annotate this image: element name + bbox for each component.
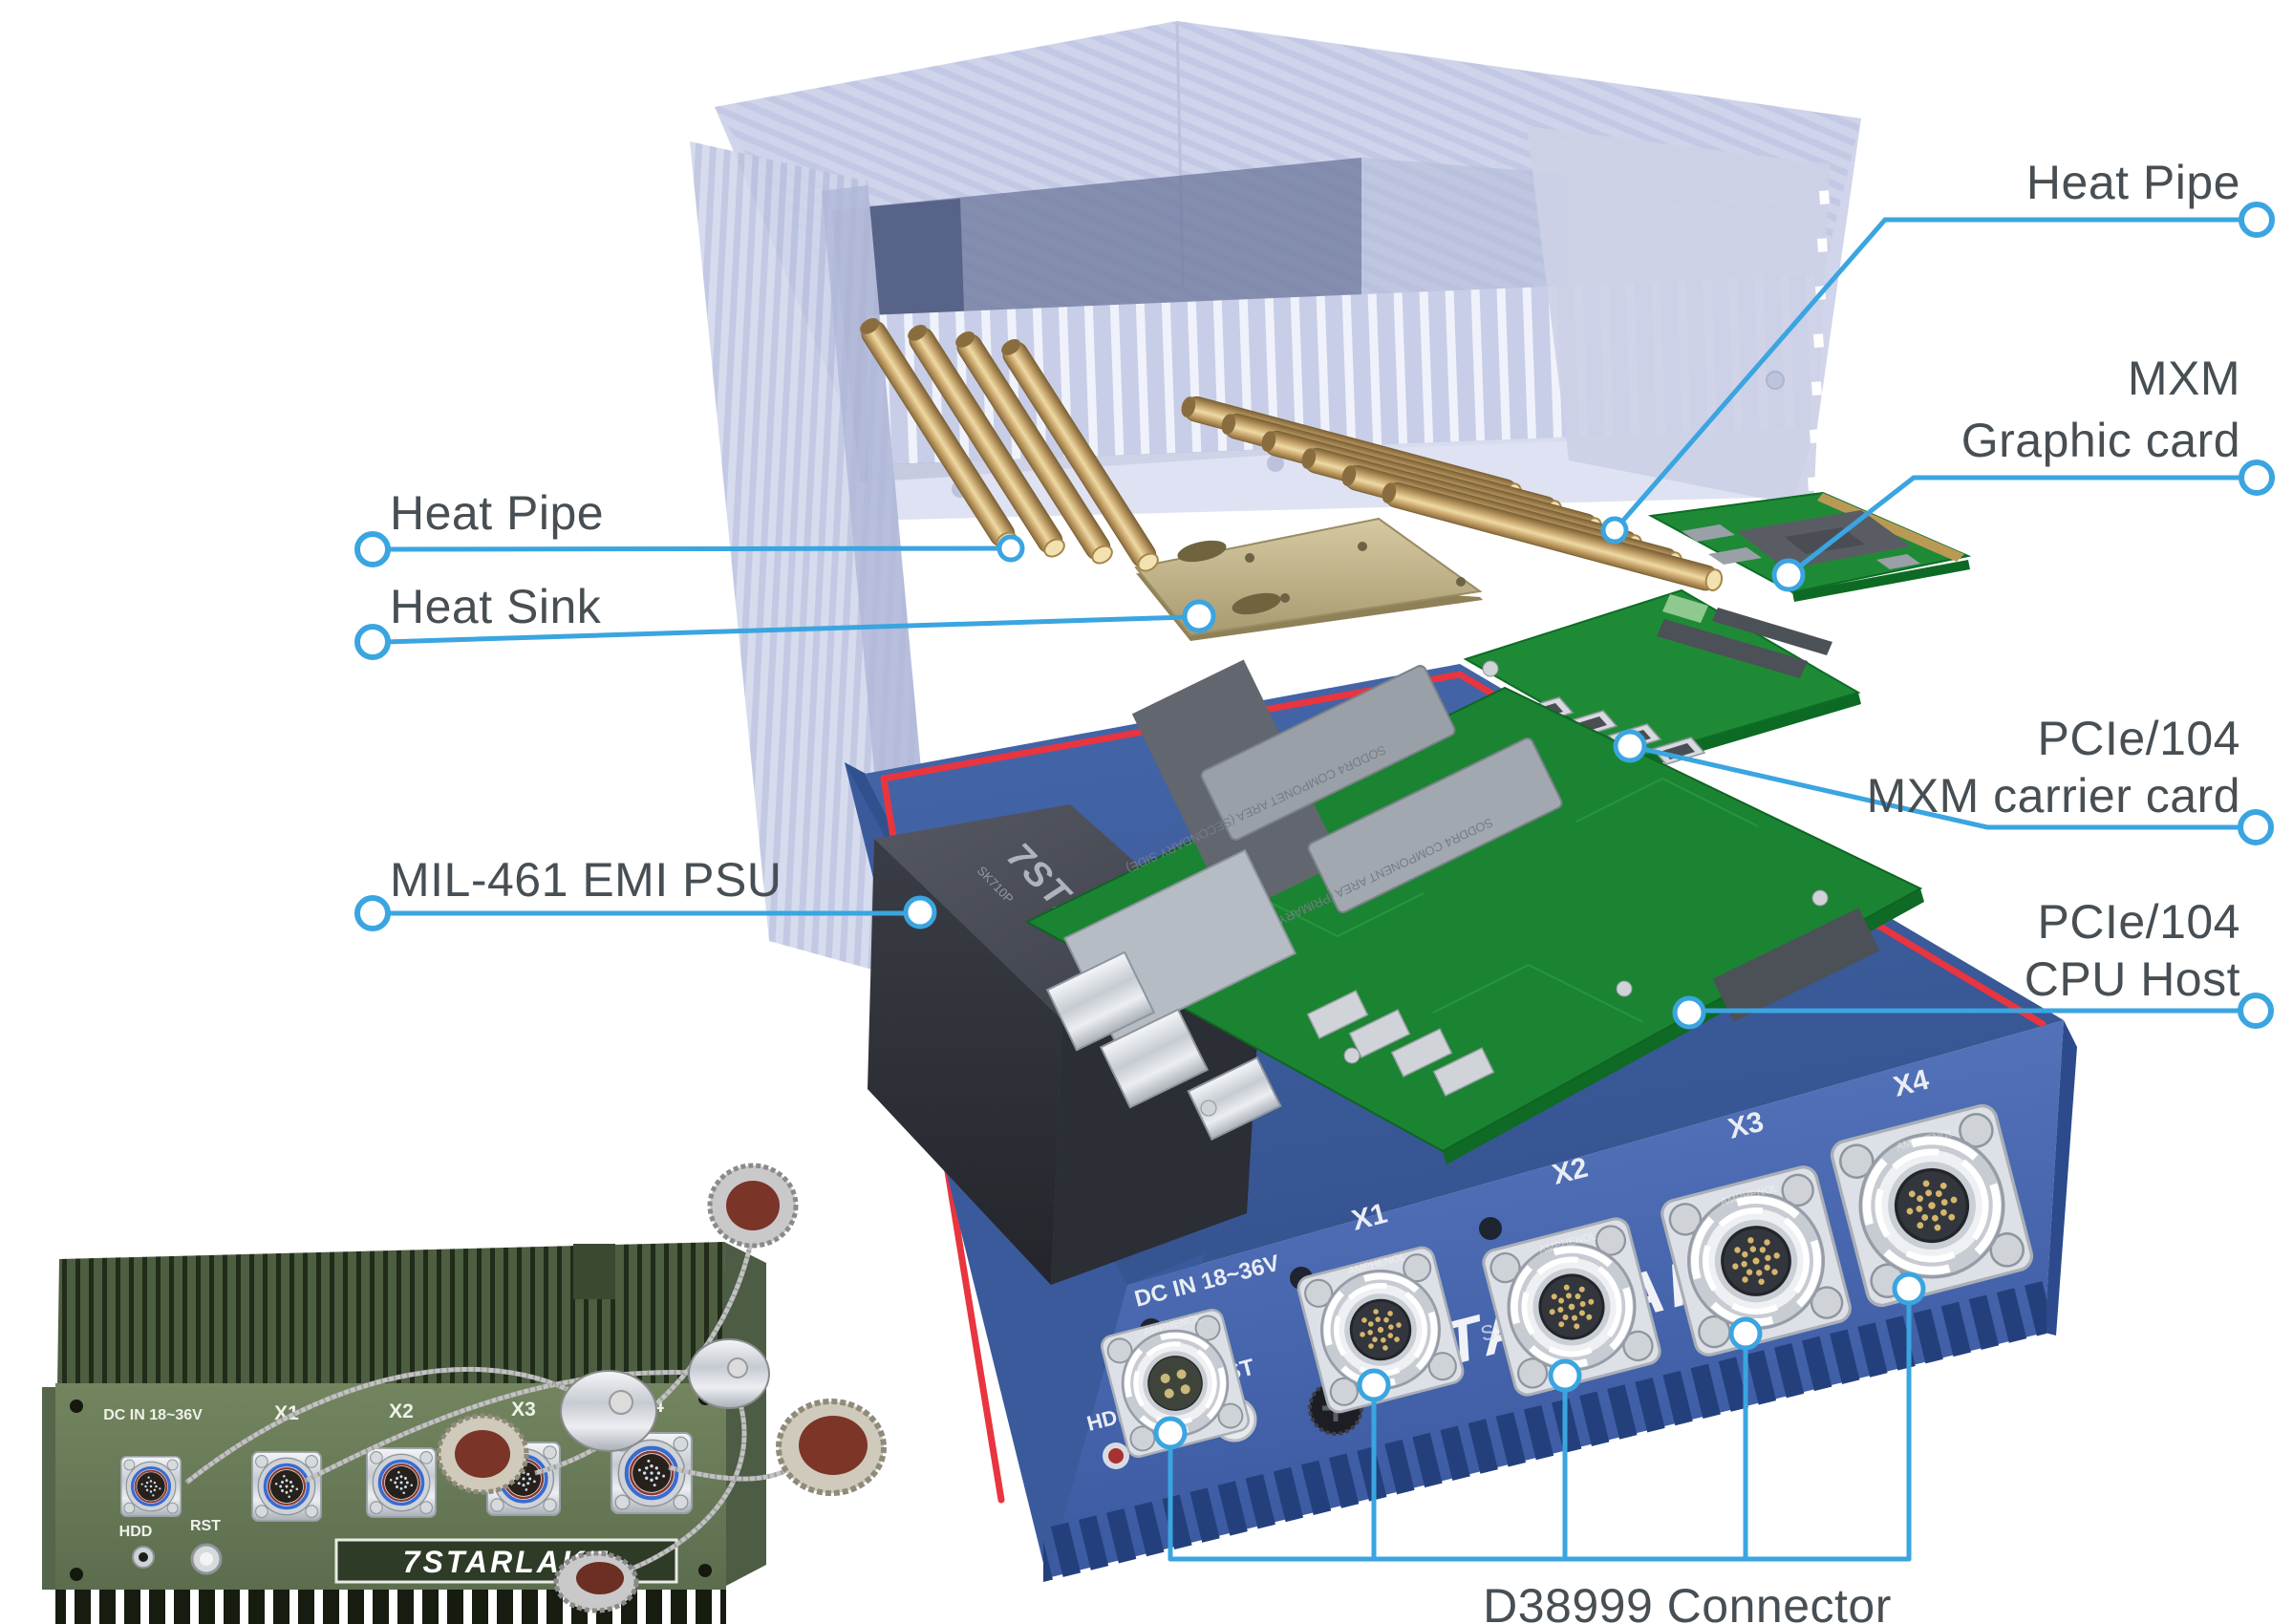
hdd-led [1108,1448,1124,1464]
gpu-small-chips [1682,524,1920,569]
callout-target-dot [903,895,937,930]
callout-d38999: D38999 Connector [1153,1271,1926,1624]
heat-sink-plate [1134,517,1483,641]
green-x1-connector [250,1450,323,1523]
carrier-label-line2: MXM carrier card [1867,769,2240,823]
callout-heat-sink: Heat Sink [354,580,1216,660]
heat-sink-label: Heat Sink [390,580,602,633]
io-connectors [1045,951,1282,1142]
green-fins [57,1242,726,1387]
d38999-target-dots [1153,1271,1926,1450]
callout-mxm-graphic-card: MXM Graphic card [1771,352,2275,592]
plate-slot [1232,592,1281,615]
callout-end-ring [354,895,391,931]
green-dc-connector [119,1455,182,1518]
mxm-label-line2: Graphic card [1961,414,2240,467]
green-fin-notch [573,1244,615,1299]
d38999-label: D38999 Connector [1483,1579,1892,1624]
mxm-label-line1: MXM [2128,352,2240,405]
pcie104-stack [1712,908,1880,1022]
blue-chassis: 7STARLAKE SK710P SODDR4 COMPONET AREA (S… [845,659,2077,1582]
gpu-edge-connector [1817,493,1964,562]
dc-in-insert [1148,1357,1202,1410]
green-unit: DC IN 18~36V X1 X2 X3 X4 HDD RST 7STARLA… [42,1163,887,1624]
green-rst-label: RST [190,1518,221,1534]
green-left-side [42,1387,57,1590]
green-right-side [724,1242,766,1586]
callout-psu: MIL-461 EMI PSU [354,853,937,931]
pcie-slots [1657,608,1832,678]
green-x2-label: X2 [389,1400,414,1422]
heat-pipe-left-label: Heat Pipe [390,486,604,540]
green-hdd-label: HDD [119,1524,153,1540]
callouts: Heat Pipe MXM Graphic card Heat Pipe Hea… [354,156,2275,1624]
callout-cpu-host: PCIe/104 CPU Host [1672,895,2274,1030]
callout-target-dot [996,534,1025,563]
heat-pipe-right-label: Heat Pipe [2026,156,2240,209]
callout-target-dot [1600,516,1629,545]
plate-screw-holes [1245,542,1466,603]
chassis-teeth [1043,1280,2047,1582]
cpu-label-line2: CPU Host [2025,952,2240,1006]
green-dc-in-label: DC IN 18~36V [103,1407,203,1423]
callout-end-ring [2238,809,2274,845]
plate-slot [1177,540,1227,563]
green-rst-button-center [200,1552,213,1566]
sata-ports [1306,990,1495,1097]
lanyard-braid [184,1241,816,1581]
callout-mxm-carrier: PCIe/104 MXM carrier card [1613,712,2274,845]
standoff [1482,660,1499,677]
chassis-right-side [2045,1020,2077,1336]
cpu-label-line1: PCIe/104 [2038,895,2240,949]
terminal-block [1662,594,1708,623]
heat-pipes-right-group [1181,395,1724,591]
rim-screw-hole [1267,455,1284,472]
callout-end-ring [354,624,391,660]
wall-screw-hole [1766,371,1785,390]
green-x2-connector [365,1446,438,1519]
callout-end-ring [2239,202,2275,238]
callout-end-ring [354,531,391,567]
green-x3-label: X3 [511,1399,536,1421]
green-hdd-led [139,1552,148,1562]
callout-target-dot [1672,995,1706,1030]
enclosure-right-wall [1527,126,1830,508]
callout-heat-pipe-left: Heat Pipe [354,486,1025,567]
callout-target-dot [1613,729,1647,763]
board-screws [1200,889,1829,1117]
callout-target-dot [1182,599,1216,633]
protective-caps [436,1163,887,1613]
heat-pipes-left-group [860,318,1159,572]
callout-end-ring [2239,459,2275,496]
psu-label: MIL-461 EMI PSU [390,853,782,907]
carrier-label-line1: PCIe/104 [2038,712,2240,765]
callout-heat-pipe-right: Heat Pipe [1600,156,2275,545]
callout-target-dot [1771,558,1806,592]
callout-end-ring [2238,993,2274,1029]
